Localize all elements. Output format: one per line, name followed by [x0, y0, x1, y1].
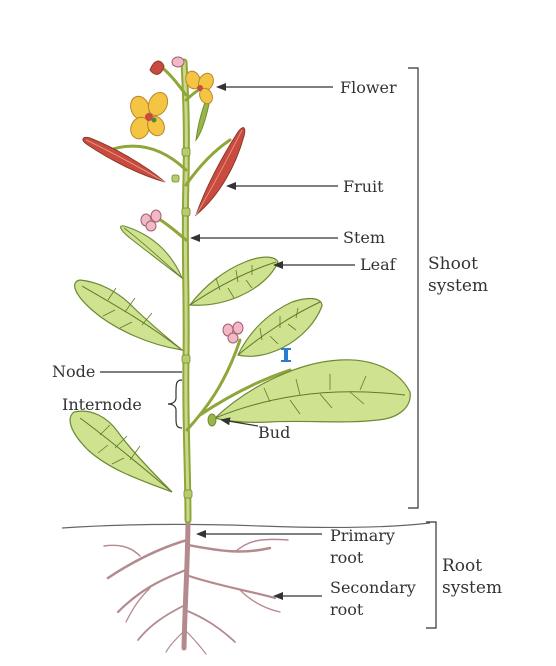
- label-node: Node: [52, 362, 95, 381]
- fruit-left: [82, 137, 166, 183]
- leaf-labeled: [188, 256, 279, 306]
- primary-root: [181, 512, 191, 651]
- label-secondary-root-line2: root: [330, 600, 364, 619]
- secondary-root: [184, 573, 277, 600]
- secondary-root: [184, 609, 236, 643]
- label-bud: Bud: [258, 423, 290, 442]
- label-shoot-system-line1: Shoot: [428, 254, 478, 274]
- secondary-root: [116, 568, 188, 614]
- leaf-right-upper: [237, 297, 323, 357]
- flower-pink-right: [222, 321, 244, 344]
- blue-marker: [284, 348, 288, 362]
- leaf-lower-left: [69, 410, 173, 493]
- arrow-bud: [220, 417, 259, 427]
- fruit-small: [195, 97, 210, 142]
- label-root-system-line1: Root: [442, 556, 482, 576]
- secondary-root: [106, 538, 189, 580]
- secondary-root: [125, 587, 151, 623]
- secondary-root: [103, 544, 141, 557]
- flower-yellow-small: [185, 70, 214, 105]
- leaf-right-large: [213, 359, 411, 423]
- shoot-system-bracket: [408, 67, 419, 509]
- label-stem: Stem: [343, 228, 385, 247]
- label-root-system-line2: system: [442, 578, 502, 598]
- flower-bud-top: [149, 56, 185, 75]
- root-system-bracket: [426, 521, 437, 629]
- label-flower: Flower: [340, 78, 397, 97]
- secondary-root: [239, 589, 281, 613]
- label-secondary-root-line1: Secondary: [330, 578, 416, 597]
- label-primary-root-line2: root: [330, 548, 364, 567]
- flower-pink-left: [140, 209, 162, 232]
- leader-lines: [100, 83, 355, 600]
- label-fruit: Fruit: [343, 177, 384, 196]
- secondary-root: [186, 543, 272, 553]
- flower-yellow-large: [130, 91, 169, 140]
- secondary-root: [184, 629, 207, 655]
- label-shoot-system-line2: system: [428, 276, 488, 296]
- secondary-root: [137, 604, 186, 641]
- secondary-root: [165, 629, 186, 653]
- leaf-upper-left: [120, 225, 184, 280]
- label-primary-root-line1: Primary: [330, 526, 395, 545]
- bud-drawing: [207, 413, 217, 427]
- label-leaf: Leaf: [360, 255, 397, 274]
- ground-line: [61, 522, 431, 529]
- internode-brace: [167, 379, 183, 429]
- secondary-root: [234, 538, 289, 553]
- nodes: [171, 147, 193, 499]
- root-system-drawing: [103, 512, 289, 655]
- leaf-middle-left: [74, 279, 185, 351]
- label-internode: Internode: [62, 395, 142, 414]
- fruit-right: [194, 127, 246, 217]
